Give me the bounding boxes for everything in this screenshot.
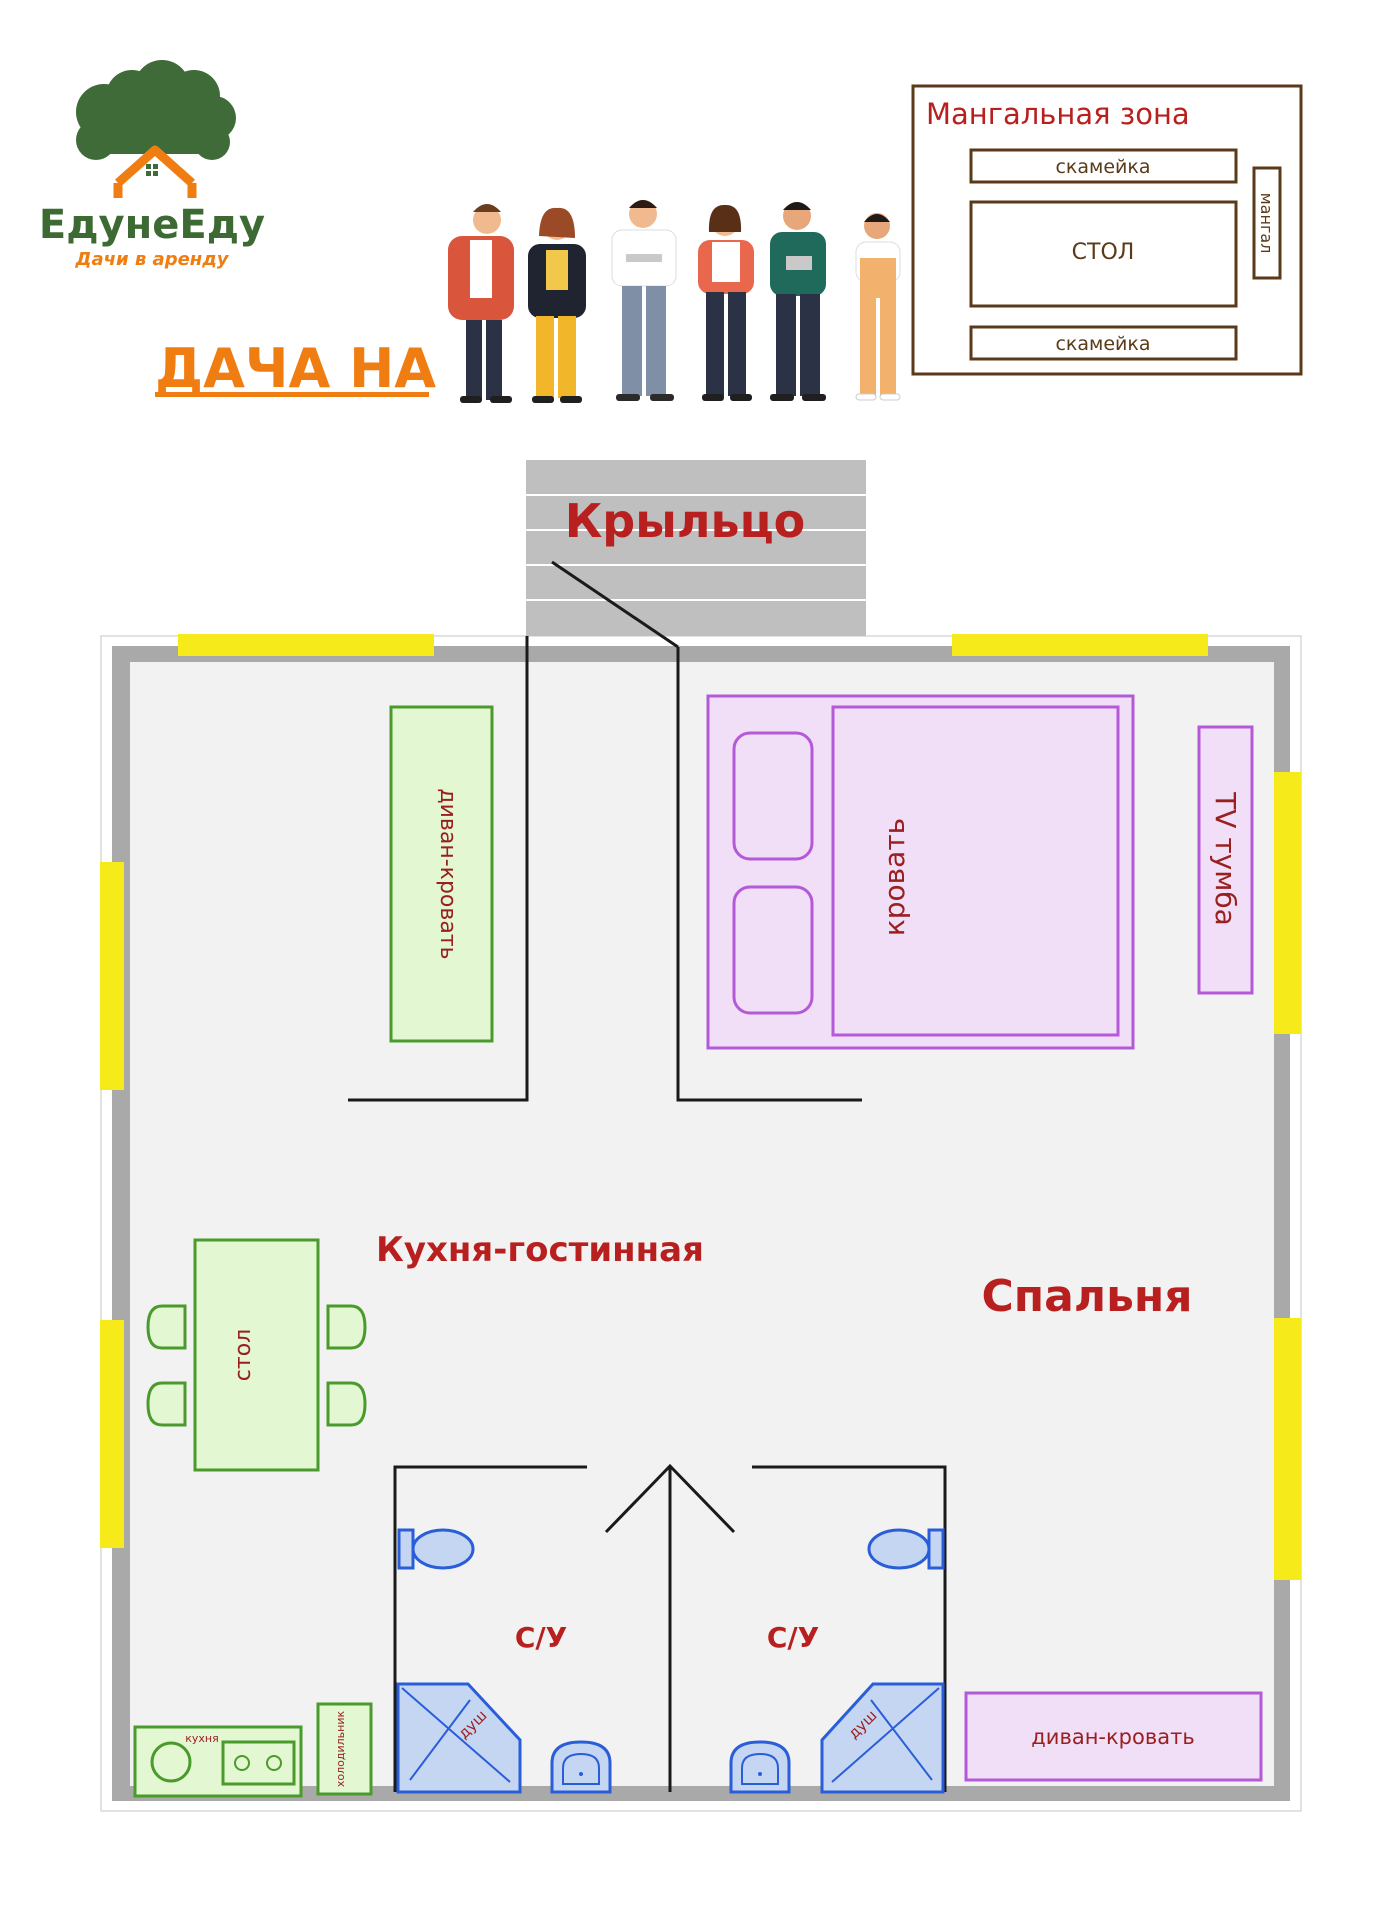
window (1274, 772, 1301, 1034)
porch: Крыльцо (526, 460, 866, 636)
bbq-table (969, 200, 1238, 308)
brand-tagline: Дачи в аренду (74, 249, 229, 270)
chair-icon (146, 1381, 187, 1427)
bbq-bench-top-label: скамейка (1055, 156, 1150, 178)
sofa-bed-right (964, 1691, 1263, 1782)
porch-label: Крыльцо (565, 494, 806, 548)
fridge (316, 1702, 373, 1796)
tv-stand (1197, 725, 1254, 995)
bbq-grill (1252, 166, 1282, 280)
window (178, 634, 434, 656)
bathroom-left-label: С/У (515, 1621, 567, 1654)
bed: кровать (706, 694, 1135, 1050)
washbasin-icon (550, 1740, 612, 1794)
house-icon (113, 145, 197, 198)
bedroom-label: Спальня (981, 1271, 1192, 1322)
kitchen-label: кухня (185, 1732, 218, 1745)
bathroom-right-label: С/У (767, 1621, 819, 1654)
person-figure (528, 207, 586, 403)
headline: ДАЧА НА (155, 337, 436, 400)
tv-stand-label: TV тумба (1209, 791, 1242, 926)
chair-icon (146, 1304, 187, 1350)
living-kitchen-label: Кухня-гостинная (376, 1230, 704, 1270)
people-illustration (448, 200, 901, 403)
bbq-table-label: СТОЛ (1072, 240, 1135, 265)
bbq-zone-title: Мангальная зона (926, 97, 1190, 131)
washbasin-icon (729, 1740, 791, 1794)
sofa-bed-left-label: диван-кровать (435, 788, 460, 959)
fridge-label: холодильник (334, 1711, 347, 1788)
window (1274, 1318, 1301, 1580)
bed-mattress (831, 705, 1120, 1037)
person-figure (611, 200, 677, 401)
bbq-grill-label: мангал (1257, 193, 1276, 254)
person-figure (770, 202, 826, 401)
porch-steps (526, 460, 866, 636)
bathroom-right: С/У душ (729, 1528, 945, 1794)
stove-icon (221, 1740, 296, 1786)
bbq-bench-top (969, 148, 1238, 184)
sofa-bed-right-label: диван-кровать (1031, 1725, 1194, 1749)
tree-icon (76, 60, 236, 160)
bathroom-left: С/У душ (396, 1528, 612, 1794)
dining-table (193, 1238, 320, 1472)
pillow-icon (732, 731, 814, 861)
kitchen-unit: кухня холодильник (133, 1702, 373, 1798)
window (100, 862, 124, 1090)
chair-icon (326, 1381, 367, 1427)
bed-label: кровать (878, 818, 911, 936)
window (100, 1320, 124, 1548)
brand-name: ЕдунеЕду (39, 202, 265, 248)
windows (100, 634, 1301, 1580)
dining-table-label: стол (231, 1329, 256, 1381)
sink-icon (150, 1741, 192, 1783)
toilet-icon (397, 1528, 475, 1570)
bbq-zone: Мангальная зона скамейка СТОЛ мангал ска… (911, 84, 1303, 376)
bbq-bench-bottom-label: скамейка (1055, 333, 1150, 355)
headline-underline (155, 392, 429, 397)
bbq-bench-bottom (969, 325, 1238, 361)
shower-icon: душ (396, 1682, 522, 1794)
chair-icon (326, 1304, 367, 1350)
dining-set: стол (146, 1238, 367, 1472)
shower-icon: душ (820, 1682, 945, 1794)
person-figure (698, 204, 754, 401)
sofa-bed-left (389, 705, 494, 1043)
pillow-icon (732, 885, 814, 1015)
window (952, 634, 1208, 656)
interior-walls (348, 560, 947, 1792)
toilet-icon (867, 1528, 945, 1570)
person-figure (448, 204, 514, 403)
brand-logo: ЕдунеЕду Дачи в аренду (39, 60, 265, 270)
person-figure (855, 213, 901, 401)
